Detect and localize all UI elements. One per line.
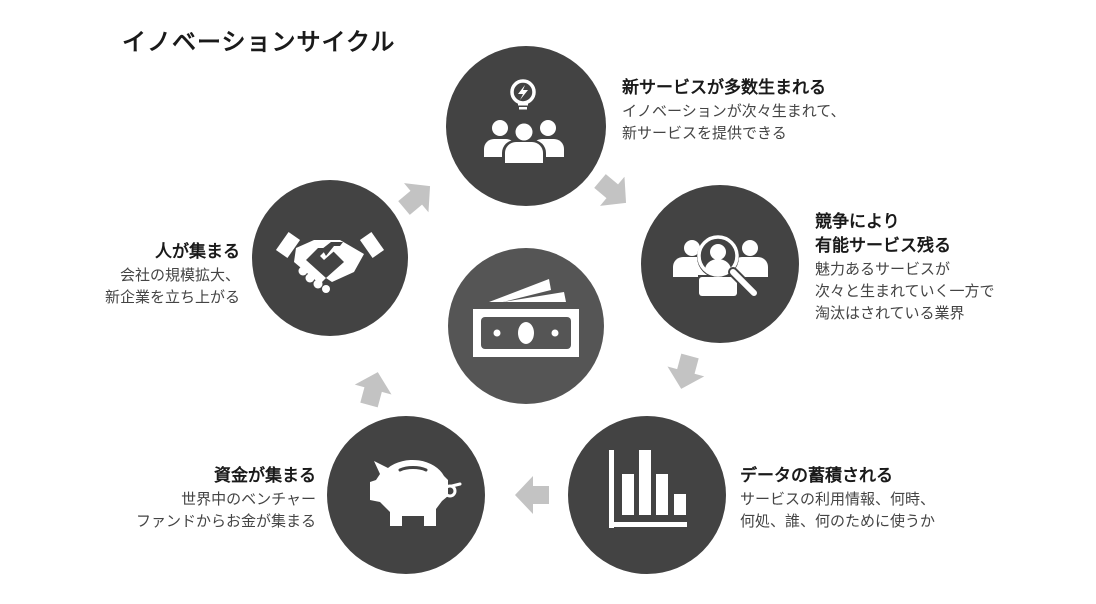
node-body-line: 世界中のベンチャー xyxy=(181,490,316,508)
node-body-line: ファンドからお金が集まる xyxy=(135,512,316,530)
node-text-people: 人が集まる 会社の規模拡大、 新企業を立ち上がる xyxy=(105,240,240,308)
arrow-left-icon xyxy=(515,476,549,514)
money-bills-icon xyxy=(473,279,579,357)
node-body-line: サービスの利用情報、何時、 xyxy=(740,490,936,508)
node-body-line: 次々と生まれていく一方で xyxy=(815,282,995,300)
node-body-line: 魅力あるサービスが xyxy=(815,260,951,278)
node-body-line: 新サービスを提供できる xyxy=(622,124,787,142)
page-title: イノベーションサイクル xyxy=(122,28,396,56)
people-search-icon xyxy=(673,235,768,299)
bar-chart-icon xyxy=(609,450,687,528)
node-body-line: 淘汰はされている業界 xyxy=(815,304,965,322)
cycle-arrows xyxy=(354,174,705,514)
handshake-icon xyxy=(275,231,385,293)
node-text-competition: 競争により 有能サービス残る 魅力あるサービスが 次々と生まれていく一方で 淘汰… xyxy=(815,210,995,324)
arrow-down-icon xyxy=(667,353,705,389)
node-heading: データの蓄積される xyxy=(740,466,893,486)
node-text-funding: 資金が集まる 世界中のベンチャー ファンドからお金が集まる xyxy=(136,464,316,532)
node-text-new-services: 新サービスが多数生まれる イノベーションが次々生まれて、 新サービスを提供できる xyxy=(622,76,846,144)
arrow-up-icon xyxy=(354,372,392,408)
node-heading: 競争により xyxy=(815,212,900,232)
node-text-data: データの蓄積される サービスの利用情報、何時、 何処、誰、何のために使うか xyxy=(740,464,935,532)
node-heading: 有能サービス残る xyxy=(815,236,951,256)
node-circle-people xyxy=(252,180,408,336)
node-body-line: イノベーションが次々生まれて、 xyxy=(622,102,846,120)
node-body-line: 何処、誰、何のために使うか xyxy=(740,512,936,530)
arrow-up-right-icon xyxy=(398,183,431,215)
node-heading: 人が集まる xyxy=(155,242,240,262)
arrow-down-right-icon xyxy=(594,174,627,206)
node-heading: 資金が集まる xyxy=(214,466,316,486)
node-heading: 新サービスが多数生まれる xyxy=(622,78,826,98)
piggy-bank-icon xyxy=(370,459,462,526)
lightbulb-people-icon xyxy=(484,79,564,165)
node-body-line: 新企業を立ち上がる xyxy=(104,288,240,306)
node-body-line: 会社の規模拡大、 xyxy=(119,266,240,284)
